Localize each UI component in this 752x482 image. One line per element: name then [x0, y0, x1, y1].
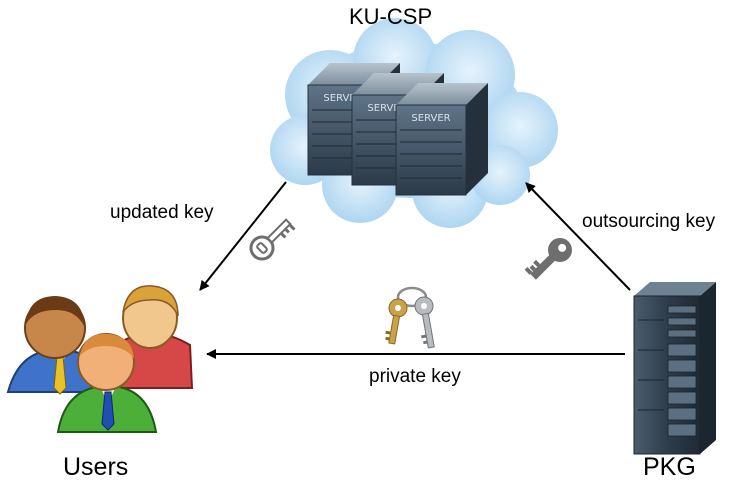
- users-label: Users: [63, 453, 129, 481]
- outsourcing-key-label: outsourcing key: [582, 211, 716, 232]
- arrow-outsourcing-key: [525, 182, 631, 291]
- private-key-label: private key: [369, 366, 461, 387]
- users-icon: [6, 285, 194, 433]
- key-icon: [524, 238, 572, 280]
- pkg-label: PKG: [643, 453, 696, 481]
- server-text-3: SERVER: [411, 113, 450, 124]
- cloud-label: KU-CSP: [349, 4, 433, 29]
- server-icon: SERVER: [395, 83, 488, 196]
- server-group: SERVER SERVER SERVER: [307, 63, 488, 196]
- updated-key-label: updated key: [110, 202, 214, 223]
- keyring-icon: [385, 286, 435, 349]
- user-green: [56, 333, 158, 433]
- rack-server-icon: [633, 282, 716, 455]
- server-text-1: SERVER: [323, 93, 362, 104]
- arrow-updated-key: [199, 181, 287, 291]
- server-text-2: SERVER: [367, 103, 406, 114]
- key-icon: [249, 218, 296, 261]
